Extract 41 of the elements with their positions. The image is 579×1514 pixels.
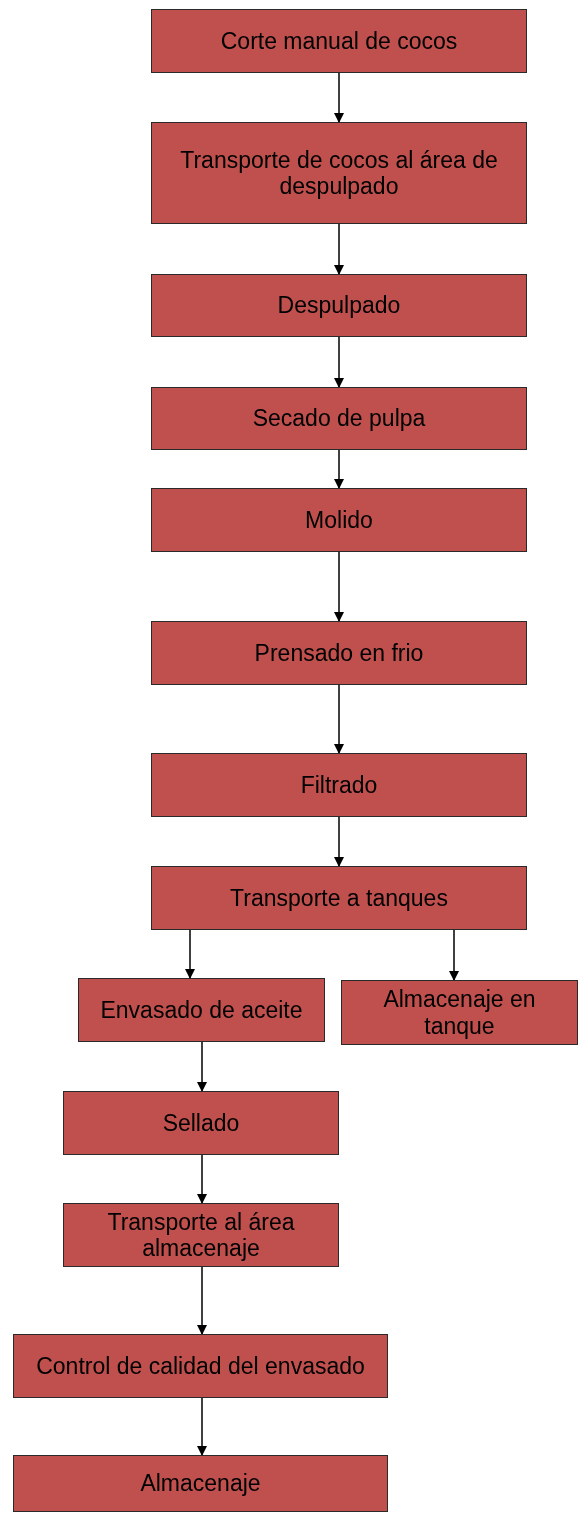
step-label: Almacenaje en tanque <box>382 986 537 1039</box>
step-label: Molido <box>305 506 373 534</box>
process-box <box>151 488 527 552</box>
arrow <box>197 1154 207 1204</box>
step-label: Secado de pulpa <box>252 405 426 432</box>
arrow <box>334 551 344 622</box>
process-box <box>151 753 527 817</box>
process-box <box>13 1455 388 1512</box>
step-label: Envasado de aceite <box>100 996 303 1024</box>
process-box <box>63 1091 339 1155</box>
arrow <box>334 72 344 123</box>
arrow <box>197 1397 207 1456</box>
step-label: Transporte al área almacenaje <box>106 1208 296 1262</box>
step-label: Despulpado <box>277 292 401 319</box>
arrow <box>449 929 459 981</box>
arrow <box>334 336 344 388</box>
process-box <box>78 978 325 1042</box>
step-label: Transporte de cocos al área de despulpado <box>179 146 499 200</box>
arrow <box>197 1041 207 1092</box>
step-label: Sellado <box>162 1109 240 1137</box>
process-box <box>151 866 527 930</box>
step-label: Transporte a tanques <box>230 884 448 912</box>
process-box <box>341 980 578 1045</box>
process-box <box>151 9 527 73</box>
arrow <box>334 816 344 867</box>
arrow <box>334 684 344 754</box>
process-box <box>151 621 527 685</box>
step-label: Corte manual de cocos <box>220 27 458 55</box>
step-label: Prensado en frio <box>254 639 424 667</box>
arrow <box>334 223 344 275</box>
process-box <box>63 1203 339 1267</box>
step-label: Control de calidad del envasado <box>36 1352 365 1380</box>
process-box <box>13 1334 388 1398</box>
step-label: Filtrado <box>300 771 378 799</box>
arrow <box>197 1266 207 1335</box>
arrow <box>185 929 195 979</box>
arrow <box>334 449 344 489</box>
step-label: Almacenaje <box>140 1470 261 1497</box>
process-box <box>151 387 527 450</box>
process-box <box>151 122 527 224</box>
process-box <box>151 274 527 337</box>
